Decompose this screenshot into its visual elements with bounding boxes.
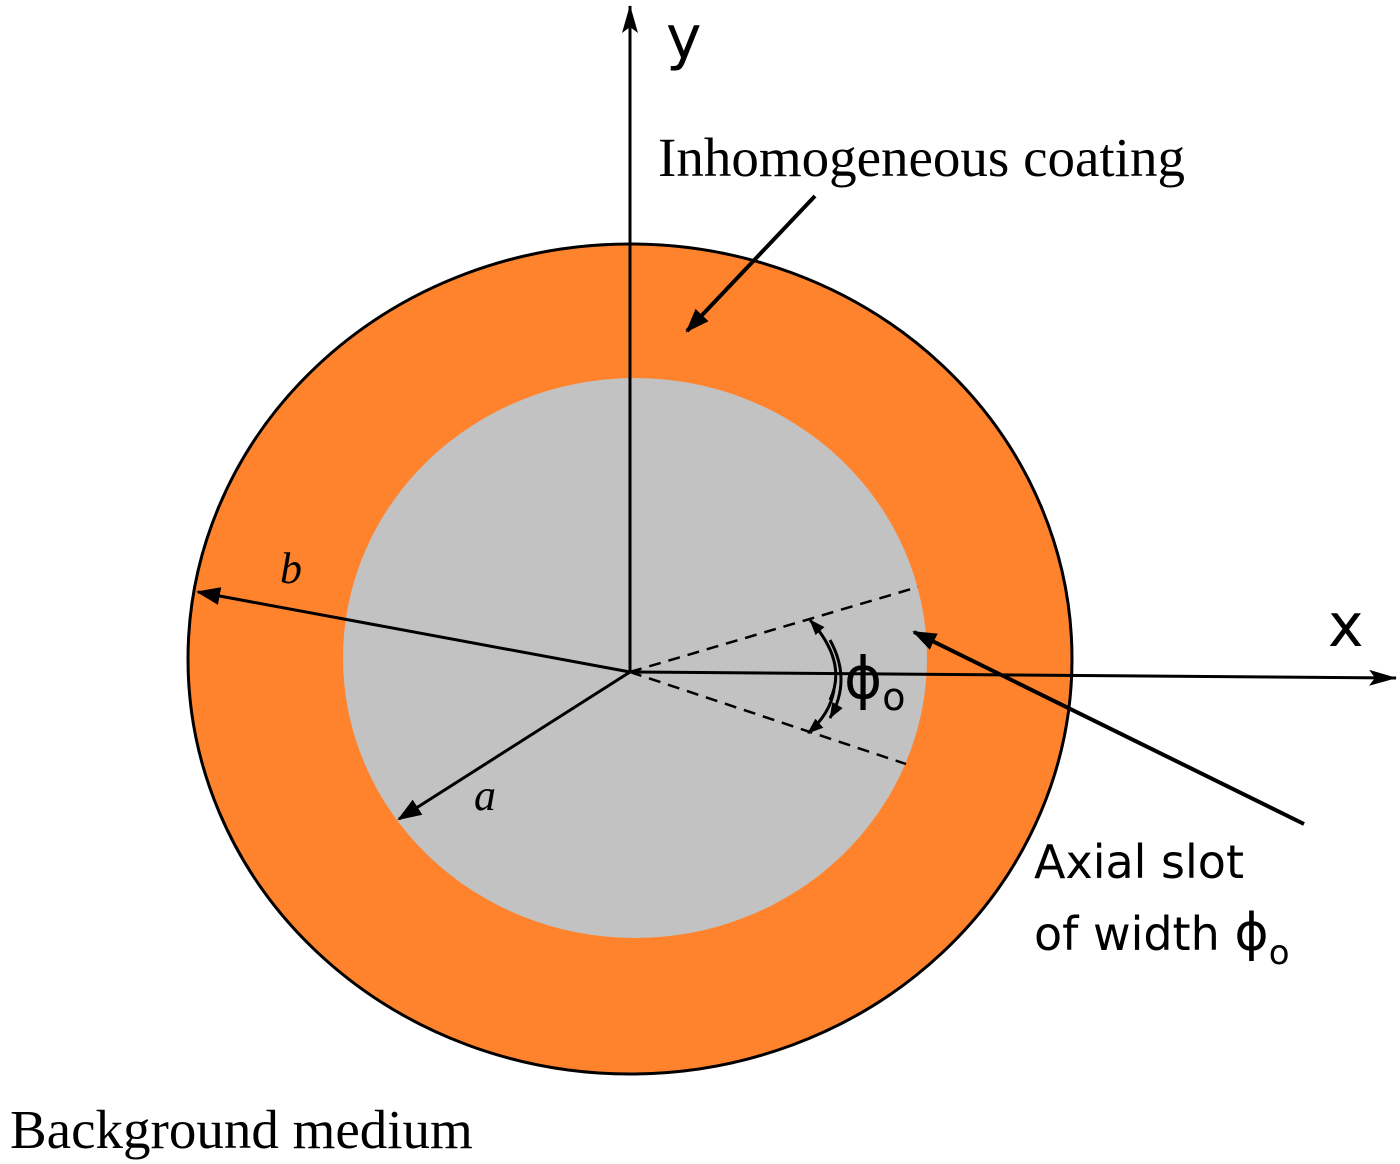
slot-description-line2: of width ϕo xyxy=(1034,903,1290,973)
slot-width-subscript: o xyxy=(1269,933,1290,973)
slot-upper-edge xyxy=(629,585,919,674)
slot-angle-label: ϕo xyxy=(844,644,906,719)
x-axis xyxy=(629,669,1397,686)
slot-pointer-arrow xyxy=(912,630,1305,826)
inner-radius-label: a xyxy=(474,771,496,820)
core-cylinder xyxy=(343,378,927,938)
slot-width-phi: ϕ xyxy=(1234,903,1268,963)
radius-b-arrow xyxy=(196,587,631,674)
coating-label: Inhomogeneous coating xyxy=(658,127,1185,188)
slot-width-text: of width xyxy=(1034,907,1234,961)
slot-angle-arc-lower xyxy=(807,689,836,735)
slot-angle-arc xyxy=(828,639,843,719)
slot-angle-phi: ϕ xyxy=(844,644,882,712)
y-axis-label: y xyxy=(666,3,702,73)
slot-description-line1: Axial slot xyxy=(1034,835,1244,889)
outer-radius-label: b xyxy=(280,544,302,593)
slot-lower-edge xyxy=(629,670,907,766)
x-axis-label: x xyxy=(1328,591,1364,661)
radius-a-arrow xyxy=(397,670,631,821)
slot-angle-subscript: o xyxy=(882,675,905,719)
background-medium-label: Background medium xyxy=(10,1099,473,1160)
coating-pointer-arrow xyxy=(685,194,817,333)
